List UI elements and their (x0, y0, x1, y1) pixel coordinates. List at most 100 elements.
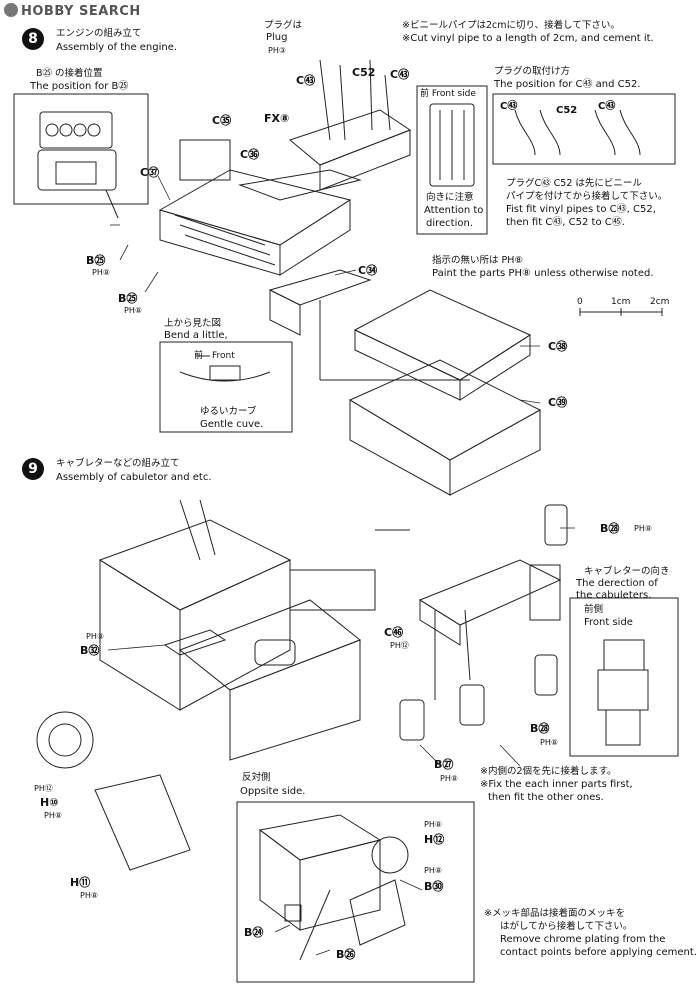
inner-note-en-2: then fit the other ones. (488, 792, 604, 803)
chrome-note-en-2: contact points before applying cement. (500, 947, 697, 958)
paint-note-en: Paint the parts PH⑧ unless otherwise not… (432, 268, 654, 279)
scale-zero: 0 (577, 297, 583, 307)
ph-h12a: PH⑧ (424, 820, 443, 829)
carb-direction-drawing (597, 639, 649, 746)
ph-b25a: PH⑧ (92, 268, 111, 277)
step-8-title-en: Assembly of the engine. (56, 42, 178, 53)
b25-position-jp: B㉕ の接着位置 (36, 68, 103, 79)
step-9-badge: 9 (22, 458, 44, 480)
chrome-note-jp-2: はがしてから接着して下さい。 (500, 921, 633, 932)
label-b28b: B㉘ (530, 722, 550, 735)
bend-drawing (179, 355, 271, 382)
label-c43d: C㊸ (598, 101, 616, 112)
label-h12: H⑫ (424, 833, 445, 846)
attention-en-1: Attention to (424, 205, 484, 216)
ph-b30: PH⑧ (424, 866, 443, 875)
full-engine-drawing (36, 499, 410, 871)
ph-b25b: PH⑧ (124, 306, 143, 315)
ph-h10b: PH⑧ (44, 811, 63, 820)
label-c38: C㊳ (548, 340, 568, 353)
plug-jp: プラグは (264, 20, 303, 31)
step-9-title-jp: キャブレターなどの組み立て (56, 458, 180, 469)
bend-en: Bend a little, (164, 330, 228, 341)
ph-b27: PH⑧ (440, 774, 459, 783)
label-c43a: C㊸ (296, 74, 316, 87)
opposite-side-drawing (258, 814, 409, 961)
front-en: Front side (584, 617, 633, 628)
fit-note-jp-1: プラグC㊸ C52 は先にビニール (506, 178, 642, 189)
plug-fit-box (492, 93, 676, 165)
fit-note-en-1: Fist fit vinyl pipes to C㊸, C52, (506, 204, 656, 215)
plug-fit-en: The position for C㊸ and C52. (494, 79, 641, 90)
logo-text: HOBBY SEARCH (21, 4, 141, 19)
label-b32: B㉜ (80, 644, 100, 657)
logo-icon (4, 3, 18, 17)
label-b25b: B㉕ (118, 292, 138, 305)
label-b30: B㉚ (424, 880, 444, 893)
label-fx8: FX⑧ (264, 112, 290, 125)
carb-direction-box (569, 597, 679, 757)
fit-note-en-2: then fit C㊸, C52 to C㊺. (506, 217, 625, 228)
paint-note-jp: 指示の無い所は PH⑧ (432, 255, 523, 266)
carb-dir-jp: キャブレターの向き (584, 566, 670, 577)
gentle-en: Gentle cuve. (200, 419, 264, 430)
plug-paint: PH③ (268, 46, 287, 55)
scale-one: 1cm (611, 297, 631, 307)
front-side-drawing (429, 103, 475, 187)
label-b24: B㉔ (244, 926, 264, 939)
gentle-jp: ゆるいカーブ (200, 406, 257, 417)
plug-fit-drawing (514, 109, 641, 156)
plug-fit-jp: プラグの取付け方 (494, 66, 571, 77)
label-b27: B㉗ (434, 758, 454, 771)
label-c43c: C㊸ (500, 101, 518, 112)
label-h10: H⑩ (40, 796, 59, 809)
opposite-en: Oppsite side. (240, 786, 306, 797)
chrome-note-jp-1: ※メッキ部品は接着面のメッキを (484, 908, 625, 919)
ph-b32: PH⑧ (86, 632, 105, 641)
scale-two: 2cm (650, 297, 670, 307)
label-b28a: B㉘ (600, 522, 620, 535)
carb-dir-en-2: the cabuleters. (576, 590, 652, 601)
step-8-badge: 8 (22, 28, 44, 50)
ph-b28b: PH⑧ (540, 738, 559, 747)
inner-note-jp: ※内側の2個を先に接着します。 (480, 766, 617, 777)
label-c36: C㊱ (240, 148, 260, 161)
label-c35: C㉟ (212, 114, 232, 127)
crankcase-drawing (319, 289, 542, 496)
label-b26: B㉖ (336, 948, 356, 961)
bend-front: 前 Front (194, 351, 235, 361)
bend-box (159, 341, 293, 433)
label-c37: C㊲ (140, 166, 160, 179)
hobby-search-logo: HOBBY SEARCH (4, 3, 141, 19)
leader-lines (107, 175, 575, 956)
plug-en: Plug (266, 32, 288, 43)
b25-position-en: The position for B㉕ (30, 81, 129, 92)
front-side-label: 前 Front side (420, 89, 476, 99)
vinyl-note-jp: ※ビニールパイプは2cmに切り、接着して下さい。 (402, 20, 620, 31)
b25-detail-box (13, 93, 149, 205)
label-c52a: C52 (352, 66, 376, 79)
inner-note-en-1: ※Fix the each inner parts first, (480, 779, 633, 790)
step-9-title-en: Assembly of cabuletor and etc. (56, 472, 212, 483)
scale-bar (579, 308, 663, 316)
ph-h10a: PH⑫ (34, 784, 53, 793)
label-c43b: C㊸ (390, 68, 410, 81)
label-b25a: B㉕ (86, 254, 106, 267)
front-jp: 前側 (584, 604, 604, 615)
fit-note-jp-2: パイプを付けてから接着して下さい。 (506, 191, 668, 202)
ph-c46: PH⑫ (390, 641, 409, 650)
engine-head-drawing (158, 59, 412, 336)
opposite-jp: 反対側 (242, 772, 271, 783)
carburetor-drawing (399, 504, 568, 741)
opposite-side-box (236, 801, 475, 983)
label-c34: C㉞ (358, 264, 378, 277)
ph-b28a: PH⑧ (634, 524, 653, 533)
attention-jp: 向きに注意 (426, 192, 474, 203)
ph-h11: PH⑧ (80, 891, 99, 900)
label-c52b: C52 (556, 105, 578, 116)
attention-en-2: direction. (426, 218, 474, 229)
bend-jp: 上から見た図 (164, 318, 222, 329)
label-h11: H⑪ (70, 876, 91, 889)
label-c39: C㊴ (548, 396, 568, 409)
